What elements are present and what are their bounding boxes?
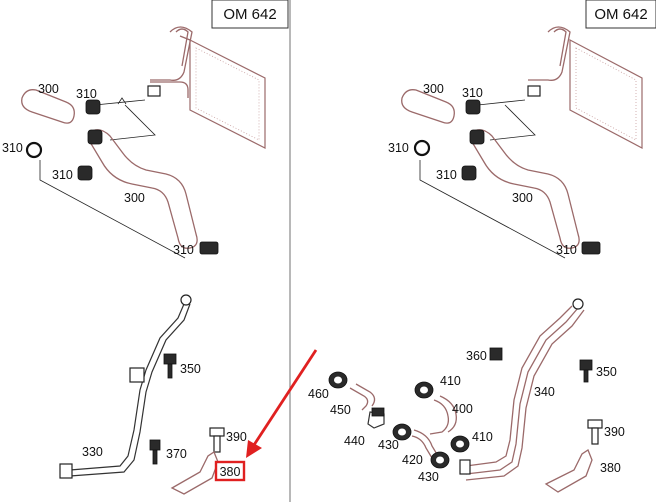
left-hose-300-top: [21, 89, 75, 124]
right-clip-360: [489, 347, 503, 361]
left-hose-300-mid: [89, 129, 198, 249]
right-bolt-390: [587, 419, 603, 445]
right-engine-label-box: OM 642: [585, 0, 656, 29]
right-label-310-b: 310: [388, 141, 409, 155]
right-label-410-a: 410: [440, 374, 461, 388]
right-label-430-b: 430: [418, 470, 439, 484]
right-clamp-310-b: [413, 139, 431, 157]
right-clamp-310-a: [465, 99, 481, 115]
right-label-340: 340: [534, 385, 555, 399]
right-label-380: 380: [600, 461, 621, 475]
left-bracket-380: [170, 451, 219, 495]
right-label-460: 460: [308, 387, 329, 401]
right-label-440: 440: [344, 434, 365, 448]
right-engine-label: OM 642: [594, 6, 647, 23]
right-bolt-350: [579, 359, 593, 383]
left-radiator: [147, 26, 266, 149]
right-label-300-top: 300: [423, 82, 444, 96]
right-clamp-310-c: [461, 165, 477, 181]
left-pipe-330: [69, 303, 185, 471]
right-bracket-380: [544, 449, 593, 493]
right-label-420: 420: [402, 453, 423, 467]
right-clamp-310-d: [581, 241, 601, 255]
left-label-300-top: 300: [38, 82, 59, 96]
left-label-350: 350: [180, 362, 201, 376]
left-clamp-310-b: [25, 141, 43, 159]
left-label-330: 330: [82, 445, 103, 459]
left-bolt-370: [149, 439, 161, 465]
left-bolt-390: [209, 427, 225, 453]
left-engine-label-box: OM 642: [211, 0, 289, 29]
right-pipe-340: [465, 305, 573, 467]
right-label-310-d: 310: [556, 243, 577, 257]
right-radiator: [527, 26, 643, 149]
right-label-350: 350: [596, 365, 617, 379]
right-panel: OM 642: [308, 0, 656, 493]
right-label-450: 450: [330, 403, 351, 417]
left-label-310-c: 310: [52, 168, 73, 182]
left-label-310-d: 310: [173, 243, 194, 257]
right-hose-300-mid: [471, 129, 580, 249]
right-label-400: 400: [452, 402, 473, 416]
left-label-310-a: 310: [76, 87, 97, 101]
left-label-390: 390: [226, 430, 247, 444]
left-panel: OM 642: [2, 0, 318, 495]
right-label-410-b: 410: [472, 430, 493, 444]
right-hose-parts: [328, 371, 471, 475]
left-clamp-310-a: [85, 99, 101, 115]
right-label-300-mid: 300: [512, 191, 533, 205]
right-label-430-a: 430: [378, 438, 399, 452]
left-label-310-b: 310: [2, 141, 23, 155]
highlight-arrow: [246, 349, 318, 458]
left-bolt-350: [163, 353, 177, 379]
right-label-310-a: 310: [462, 86, 483, 100]
left-label-380: 380: [220, 465, 241, 479]
left-clamp-310-d: [199, 241, 219, 255]
left-engine-label: OM 642: [223, 6, 276, 23]
right-hose-300-top: [401, 89, 455, 124]
right-label-390: 390: [604, 425, 625, 439]
left-label-370: 370: [166, 447, 187, 461]
left-label-300-mid: 300: [124, 191, 145, 205]
left-clamp-310-c: [77, 165, 93, 181]
right-label-310-c: 310: [436, 168, 457, 182]
left-label-380-highlight[interactable]: 380: [214, 460, 246, 482]
right-label-360: 360: [466, 349, 487, 363]
